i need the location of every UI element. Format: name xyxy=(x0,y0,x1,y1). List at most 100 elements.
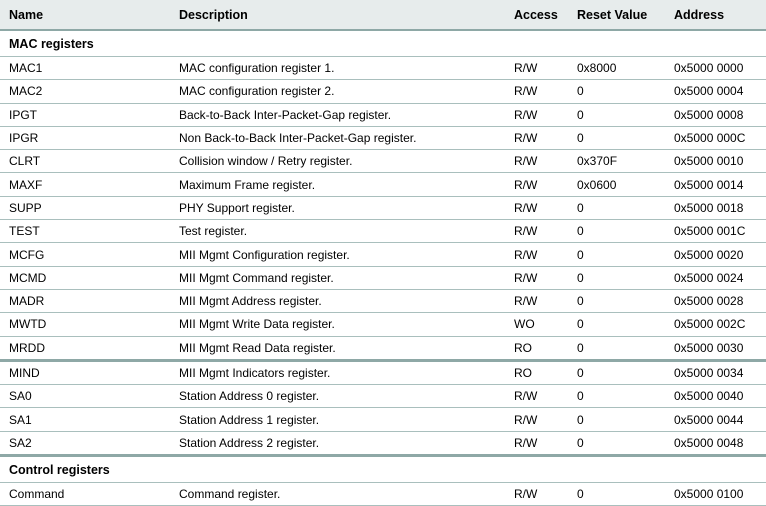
cell-access: R/W xyxy=(505,56,568,81)
column-header-reset-value: Reset Value xyxy=(568,0,665,31)
cell-access: R/W xyxy=(505,196,568,221)
cell-reset-value: 0 xyxy=(568,266,665,290)
cell-access: R/W xyxy=(505,407,568,432)
cell-register-name: MAC1 xyxy=(0,56,170,81)
cell-address: 0x5000 0010 xyxy=(665,149,766,174)
cell-reset-value: 0 xyxy=(568,312,665,337)
cell-address: 0x5000 002C xyxy=(665,312,766,337)
cell-description: Non Back-to-Back Inter-Packet-Gap regist… xyxy=(170,126,505,151)
cell-register-name: MRDD xyxy=(0,336,170,362)
cell-description: Station Address 2 register. xyxy=(170,431,505,458)
cell-description: Maximum Frame register. xyxy=(170,172,505,197)
cell-description: MII Mgmt Indicators register. xyxy=(170,360,505,386)
cell-access: R/W xyxy=(505,266,568,290)
cell-access: R/W xyxy=(505,79,568,104)
cell-address: 0x5000 0018 xyxy=(665,196,766,221)
column-header-description: Description xyxy=(170,0,505,31)
cell-register-name: SA0 xyxy=(0,384,170,409)
cell-description: MII Mgmt Read Data register. xyxy=(170,336,505,362)
cell-reset-value: 0x8000 xyxy=(568,56,665,81)
cell-address: 0x5000 0030 xyxy=(665,336,766,362)
cell-access: R/W xyxy=(505,149,568,174)
cell-access: R/W xyxy=(505,103,568,127)
cell-reset-value: 0 xyxy=(568,79,665,104)
cell-access: R/W xyxy=(505,172,568,197)
cell-reset-value: 0 xyxy=(568,103,665,127)
cell-description: Test register. xyxy=(170,219,505,244)
cell-address: 0x5000 000C xyxy=(665,126,766,151)
cell-reset-value: 0 xyxy=(568,407,665,432)
cell-reset-value: 0 xyxy=(568,431,665,458)
cell-address: 0x5000 0020 xyxy=(665,242,766,267)
cell-description: MAC configuration register 2. xyxy=(170,79,505,104)
cell-register-name: SUPP xyxy=(0,196,170,221)
cell-access: RO xyxy=(505,360,568,386)
cell-access: R/W xyxy=(505,126,568,151)
cell-access: RO xyxy=(505,336,568,362)
column-header-address: Address xyxy=(665,0,766,31)
cell-address: 0x5000 0000 xyxy=(665,56,766,81)
cell-description: Back-to-Back Inter-Packet-Gap register. xyxy=(170,103,505,127)
cell-access: R/W xyxy=(505,384,568,409)
cell-address: 0x5000 0028 xyxy=(665,289,766,314)
cell-address: 0x5000 0044 xyxy=(665,407,766,432)
cell-description: PHY Support register. xyxy=(170,196,505,221)
cell-reset-value: 0 xyxy=(568,336,665,362)
cell-address: 0x5000 0008 xyxy=(665,103,766,127)
cell-register-name: SA2 xyxy=(0,431,170,458)
cell-register-name: Command xyxy=(0,482,170,506)
table-section-row: Control registers xyxy=(0,455,766,484)
cell-address: 0x5000 0024 xyxy=(665,266,766,290)
cell-register-name: CLRT xyxy=(0,149,170,174)
section-label: Control registers xyxy=(0,455,766,484)
cell-register-name: IPGR xyxy=(0,126,170,151)
cell-access: R/W xyxy=(505,242,568,267)
cell-description: Station Address 0 register. xyxy=(170,384,505,409)
cell-register-name: MADR xyxy=(0,289,170,314)
cell-reset-value: 0 xyxy=(568,219,665,244)
cell-access: WO xyxy=(505,312,568,337)
column-header-access: Access xyxy=(505,0,568,31)
cell-address: 0x5000 0004 xyxy=(665,79,766,104)
cell-reset-value: 0 xyxy=(568,360,665,386)
cell-reset-value: 0 xyxy=(568,196,665,221)
cell-access: R/W xyxy=(505,289,568,314)
cell-register-name: MWTD xyxy=(0,312,170,337)
cell-register-name: MIND xyxy=(0,360,170,386)
table-header-row: Name Description Access Reset Value Addr… xyxy=(0,0,766,31)
cell-access: R/W xyxy=(505,219,568,244)
cell-description: MII Mgmt Write Data register. xyxy=(170,312,505,337)
cell-address: 0x5000 001C xyxy=(665,219,766,244)
cell-register-name: SA1 xyxy=(0,407,170,432)
cell-description: MAC configuration register 1. xyxy=(170,56,505,81)
cell-address: 0x5000 0014 xyxy=(665,172,766,197)
cell-register-name: MCFG xyxy=(0,242,170,267)
cell-reset-value: 0 xyxy=(568,482,665,506)
cell-reset-value: 0 xyxy=(568,126,665,151)
cell-address: 0x5000 0048 xyxy=(665,431,766,458)
table-header: Name Description Access Reset Value Addr… xyxy=(0,0,766,31)
column-header-name: Name xyxy=(0,0,170,31)
cell-register-name: TEST xyxy=(0,219,170,244)
cell-register-name: IPGT xyxy=(0,103,170,127)
